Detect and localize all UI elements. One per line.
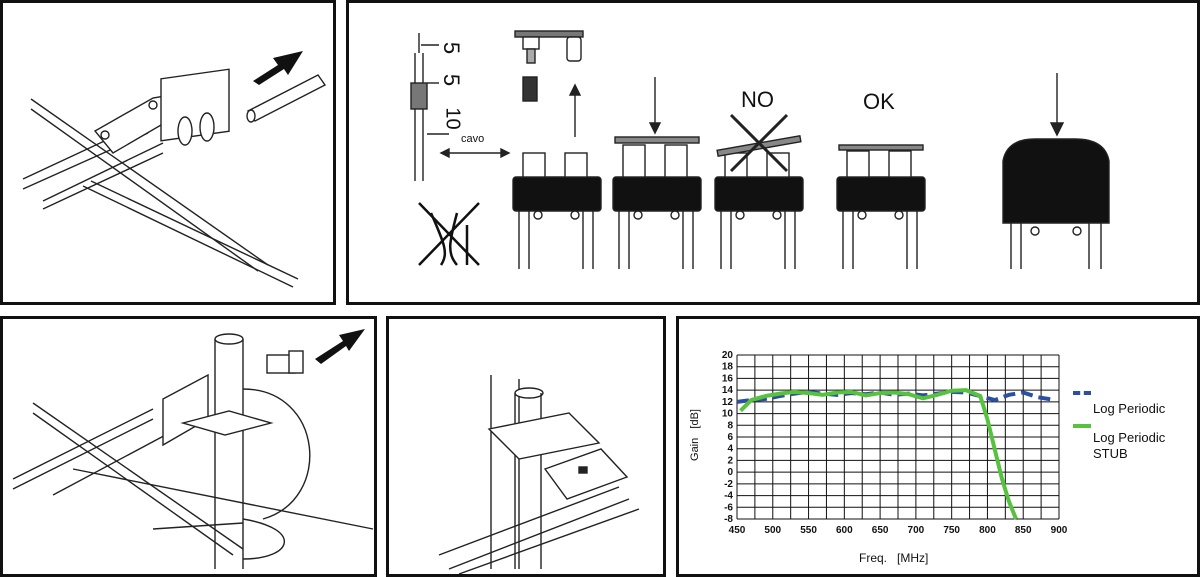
y-axis-label: Gain [dB]	[688, 409, 701, 461]
panel-cable-assembly: 5 5 10 cavo NO OK	[346, 0, 1200, 305]
y-tick-label: 8	[727, 420, 733, 431]
x-tick-label: 550	[800, 525, 817, 536]
y-tick-label: 12	[722, 397, 734, 408]
dim-label-2: 5	[439, 73, 465, 87]
legend-label-log-periodic: Log Periodic	[1093, 401, 1166, 416]
x-axis-label: Freq. [MHz]	[859, 551, 929, 565]
insert-arrow-icon	[315, 329, 365, 364]
ok-label: OK	[863, 89, 895, 114]
series-line-1	[739, 388, 1018, 520]
cable-assembly-drawing	[410, 30, 1110, 269]
legend-swatch-log-periodic	[1073, 391, 1091, 395]
legend-label-stub: Log Periodic STUB	[1093, 430, 1166, 461]
y-tick-label: 20	[722, 350, 734, 361]
connector-block	[512, 152, 602, 269]
y-tick-label: 4	[727, 444, 733, 455]
dim-label-1: 5	[439, 41, 465, 55]
y-tick-label: -8	[724, 514, 733, 525]
y-tick-label: -4	[724, 491, 733, 502]
x-tick-label: 850	[1015, 525, 1032, 536]
y-tick-label: 18	[722, 362, 734, 373]
x-tick-label: 650	[872, 525, 889, 536]
bracket-assembly-drawing	[438, 375, 640, 574]
x-tick-label: 800	[979, 525, 996, 536]
no-label: NO	[741, 87, 774, 112]
y-tick-label: -2	[724, 479, 733, 490]
x-tick-label: 600	[836, 525, 853, 536]
x-tick-label: 500	[764, 525, 781, 536]
x-tick-label: 750	[943, 525, 960, 536]
x-tick-label: 700	[908, 525, 925, 536]
connector-insertion-drawing	[22, 51, 327, 288]
legend: Log Periodic Log Periodic STUB	[1073, 391, 1197, 461]
y-tick-label: 2	[727, 455, 733, 466]
panel-bracket-assembly	[386, 316, 666, 577]
legend-swatch-stub	[1073, 424, 1091, 428]
no-tools-icon	[418, 202, 480, 266]
y-tick-label: -6	[724, 502, 733, 513]
x-tick-label: 900	[1051, 525, 1068, 536]
y-tick-label: 6	[727, 432, 733, 443]
cable-label: cavo	[461, 133, 485, 145]
y-tick-label: 14	[722, 385, 734, 396]
panel-mast-mounting	[0, 316, 377, 577]
x-tick-label: 450	[729, 525, 746, 536]
y-tick-label: 0	[727, 467, 733, 478]
y-tick-label: 16	[722, 373, 734, 384]
insert-arrow-icon	[253, 51, 303, 85]
panel-connector-insertion	[0, 0, 336, 305]
y-tick-label: 10	[722, 409, 734, 420]
mast-mounting-drawing	[12, 329, 374, 569]
dim-label-3: 10	[441, 107, 464, 130]
